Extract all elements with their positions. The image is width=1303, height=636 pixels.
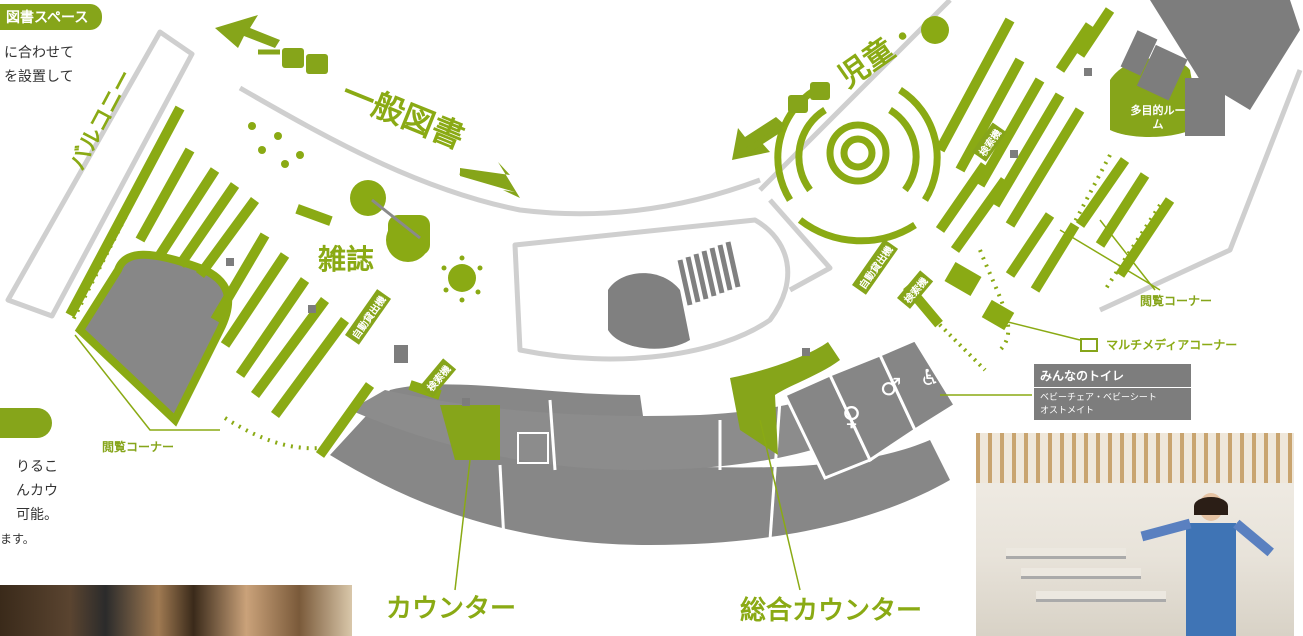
computer-icon xyxy=(1080,337,1098,352)
bookshelf-photo xyxy=(0,585,352,636)
desk-1 xyxy=(1006,548,1126,559)
section-text-line1: に合わせて xyxy=(4,45,74,61)
general-counter-block xyxy=(730,342,840,455)
desk-2 xyxy=(1021,568,1141,579)
label-counter: カウンター xyxy=(386,594,517,624)
multipurpose-room-photo xyxy=(976,433,1294,636)
toilet-info-box: みんなのトイレ ベビーチェア・ベビーシート オストメイト xyxy=(1034,364,1191,420)
toilet-line1: ベビーチェア・ベビーシート xyxy=(1040,393,1157,403)
counter-text-line4: ます。 xyxy=(0,532,35,546)
counter-text-line2: んカウ xyxy=(16,483,58,499)
multimedia-corner: マルチメディアコーナー xyxy=(1080,334,1237,353)
toilet-line2: オストメイト xyxy=(1040,406,1095,416)
label-general-counter: 総合カウンター xyxy=(740,596,923,626)
section-text-line2: を設置して xyxy=(4,69,74,85)
svg-text:♿: ♿ xyxy=(920,366,940,391)
label-magazines: 雑誌 xyxy=(318,243,375,276)
outer-wall-left xyxy=(5,29,195,319)
label-multipurpose-room: 多目的ルーム xyxy=(1130,104,1186,131)
counter-text-line1: りるこ xyxy=(16,459,58,475)
children-outer-wall xyxy=(758,0,952,192)
svg-text:♂: ♂ xyxy=(880,373,902,401)
label-reading-corner-right: 閲覧コーナー xyxy=(1140,294,1213,308)
counter-block xyxy=(440,405,500,460)
section-heading-books: 図書スペース xyxy=(0,4,103,30)
toilet-title: みんなのトイレ xyxy=(1034,364,1191,388)
inner-corridor-wall xyxy=(238,85,761,217)
label-reading-corner-left: 閲覧コーナー xyxy=(102,440,175,454)
children-inner-wall xyxy=(768,198,833,293)
right-wall xyxy=(1098,69,1303,313)
ceiling-slats xyxy=(976,433,1294,483)
left-gray-room xyxy=(74,250,233,427)
svg-text:♀: ♀ xyxy=(842,402,861,432)
section-heading-pill-2 xyxy=(0,408,52,438)
atrium-wall xyxy=(512,217,791,362)
person xyxy=(1140,493,1274,636)
desk-3 xyxy=(1036,591,1166,602)
counter-text-line3: 可能。 xyxy=(16,507,58,523)
